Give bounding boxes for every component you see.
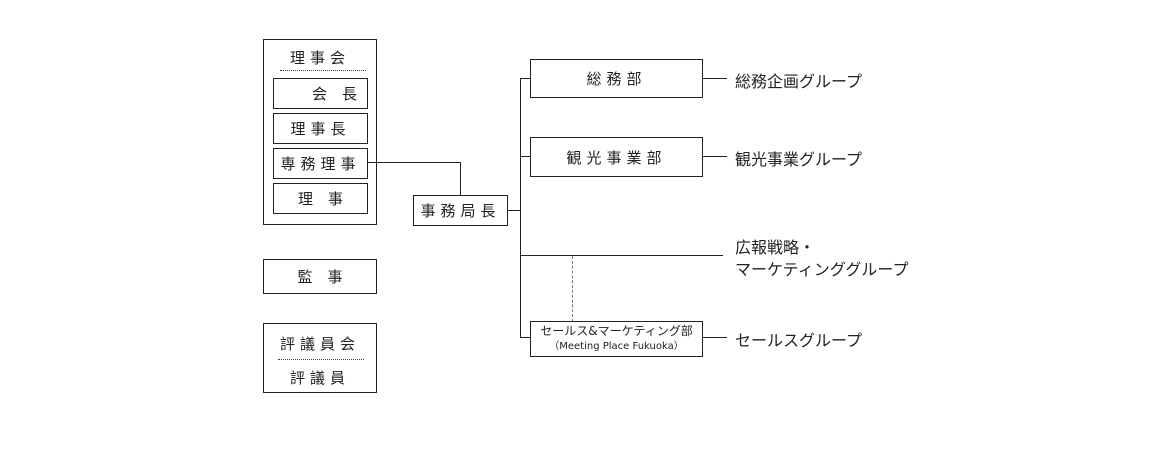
group-general-planning: 総務企画グループ: [735, 72, 863, 91]
councilors-divider: [278, 359, 364, 360]
board-member-executive-director: 専務理事: [273, 148, 368, 179]
board-member-chairperson: 理事長: [273, 113, 368, 144]
auditor-box: 監 事: [263, 259, 377, 294]
group-tourism-business: 観光事業グループ: [735, 150, 863, 169]
connector-sg-h: [508, 210, 521, 211]
connector-exec-h: [368, 162, 461, 163]
connector-sales-group: [703, 337, 727, 338]
connector-general-affairs: [520, 78, 530, 79]
group-pr-strategy-line1: 広報戦略・: [735, 238, 816, 257]
department-sales-subtitle: （Meeting Place Fukuoka）: [549, 341, 684, 352]
connector-trunk: [520, 78, 521, 337]
connector-tourism: [520, 156, 530, 157]
group-sales: セールスグループ: [735, 331, 863, 350]
connector-general-affairs-group: [703, 78, 727, 79]
secretary-general-box: 事務局長: [413, 195, 508, 226]
board-member-director: 理 事: [273, 183, 368, 214]
connector-pr-strategy: [520, 255, 723, 256]
connector-exec-v: [460, 162, 461, 195]
connector-tourism-group: [703, 156, 727, 157]
connector-pr-sales-dashed: [572, 256, 573, 322]
board-divider: [280, 70, 366, 71]
board-title: 理事会: [289, 49, 350, 67]
board-member-chairman: 会 長: [273, 78, 368, 109]
department-tourism: 観光事業部: [530, 137, 703, 177]
councilors-group: 評議員会 評議員: [263, 323, 377, 393]
department-sales-name: セールス&マーケティング部: [540, 324, 693, 338]
councilors-title: 評議員会: [279, 335, 360, 353]
councilors-member: 評議員: [289, 369, 350, 387]
connector-sales: [520, 337, 530, 338]
group-pr-strategy-line2: マーケティンググループ: [735, 260, 909, 279]
department-sales: セールス&マーケティング部 （Meeting Place Fukuoka）: [530, 321, 703, 357]
department-general-affairs: 総務部: [530, 59, 703, 98]
